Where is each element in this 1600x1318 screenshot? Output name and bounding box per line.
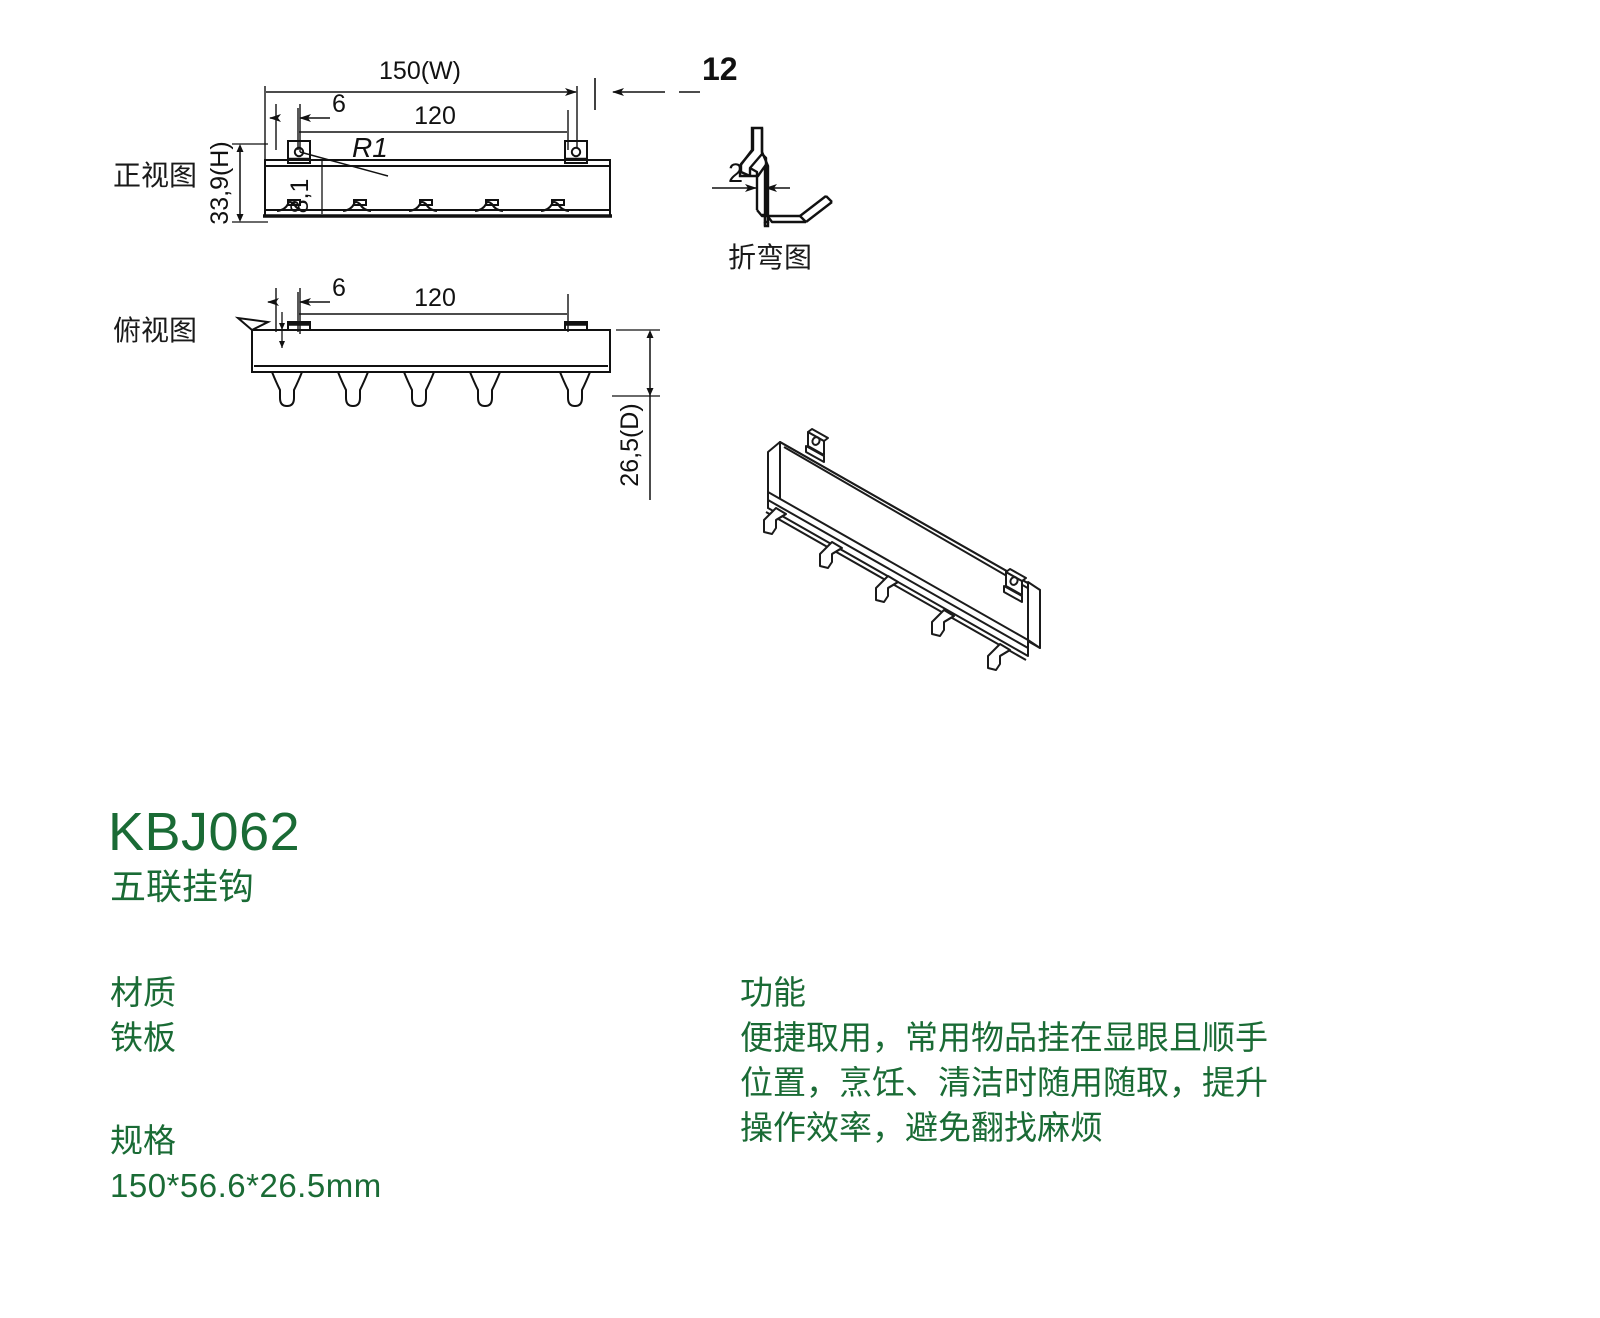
- front-view-right-tab: [564, 140, 588, 164]
- dim-tab-projection-text: 12: [702, 51, 738, 87]
- front-view-left-tab: [287, 140, 311, 164]
- dim-overall-height-text: 33,9(H): [206, 141, 234, 224]
- dim-hole-spacing-top-text: 120: [414, 284, 456, 312]
- function-line-2: 位置，烹饪、清洁时随用随取，提升: [740, 1064, 1268, 1101]
- iso-left-tab: [805, 428, 829, 463]
- top-view-body: [234, 316, 611, 373]
- drawing-svg: 正视图 150(W) 12: [113, 51, 1041, 671]
- spacer: [110, 1060, 670, 1118]
- dim-edge-offset-top-text: 6: [332, 274, 346, 302]
- bend-view-label: 折弯图: [728, 241, 812, 274]
- dim-radius-callout: R1: [299, 132, 389, 177]
- top-view: 俯视图 6 120: [113, 274, 660, 500]
- dim-edge-offset-front-text: 6: [332, 90, 346, 118]
- dim-radius-text: R1: [352, 132, 388, 163]
- dim-edge-offset-top: 6: [267, 274, 346, 334]
- dim-overall-width-text: 150(W): [379, 57, 461, 85]
- iso-hooks: [763, 507, 1011, 671]
- material-label: 材质: [110, 974, 176, 1011]
- material-field: 材质 铁板: [110, 970, 670, 1060]
- technical-drawing-area: 正视图 150(W) 12: [113, 51, 1041, 671]
- specs-column: 材质 铁板 规格 150*56.6*26.5mm: [110, 970, 670, 1208]
- product-name: 五联挂钩: [110, 866, 255, 907]
- spec-label: 规格: [110, 1122, 176, 1159]
- bend-profile-outline: [739, 128, 833, 224]
- dim-hole-spacing-top: 120: [297, 284, 569, 332]
- dim-overall-depth-text: 26,5(D): [616, 403, 644, 486]
- spec-field: 规格 150*56.6*26.5mm: [110, 1118, 670, 1208]
- front-view: 正视图 150(W) 12: [113, 51, 738, 225]
- top-view-label: 俯视图: [113, 314, 197, 347]
- product-code: KBJ062: [108, 802, 301, 862]
- function-line-1: 便捷取用，常用物品挂在显眼且顺手: [740, 1019, 1268, 1056]
- function-label: 功能: [740, 974, 806, 1011]
- bend-view: 2 折弯图: [712, 126, 833, 274]
- dim-overall-height: 33,9(H): [206, 141, 268, 225]
- function-column: 功能 便捷取用，常用物品挂在显眼且顺手 位置，烹饪、清洁时随用随取，提升 操作效…: [740, 970, 1380, 1150]
- dim-material-thickness-text: 2: [728, 158, 743, 188]
- top-view-hooks: [271, 371, 591, 408]
- front-view-body: [263, 159, 612, 218]
- material-value: 铁板: [110, 1019, 176, 1056]
- front-view-label: 正视图: [113, 159, 197, 192]
- dim-overall-width: 150(W): [264, 57, 578, 160]
- dim-overall-depth: 26,5(D): [612, 329, 660, 500]
- front-view-hooks: [276, 199, 570, 212]
- dim-material-thickness: 2: [712, 158, 790, 192]
- spec-value: 150*56.6*26.5mm: [110, 1167, 382, 1204]
- function-line-3: 操作效率，避免翻找麻烦: [740, 1109, 1103, 1146]
- dim-hole-spacing-front: 120: [297, 102, 569, 150]
- dim-hole-spacing-front-text: 120: [414, 102, 456, 130]
- iso-right-tab: [1003, 568, 1027, 603]
- dim-edge-offset-front: 6: [269, 90, 346, 152]
- dim-hook-height-text: 8,1: [286, 179, 314, 214]
- dim-hook-height: 8,1: [286, 160, 323, 214]
- dim-tab-projection: 12: [594, 51, 738, 110]
- isometric-render: [763, 428, 1041, 671]
- product-info-block: KBJ062 五联挂钩 材质 铁板 规格 150*56.6*26.5mm 功能 …: [0, 780, 1600, 1318]
